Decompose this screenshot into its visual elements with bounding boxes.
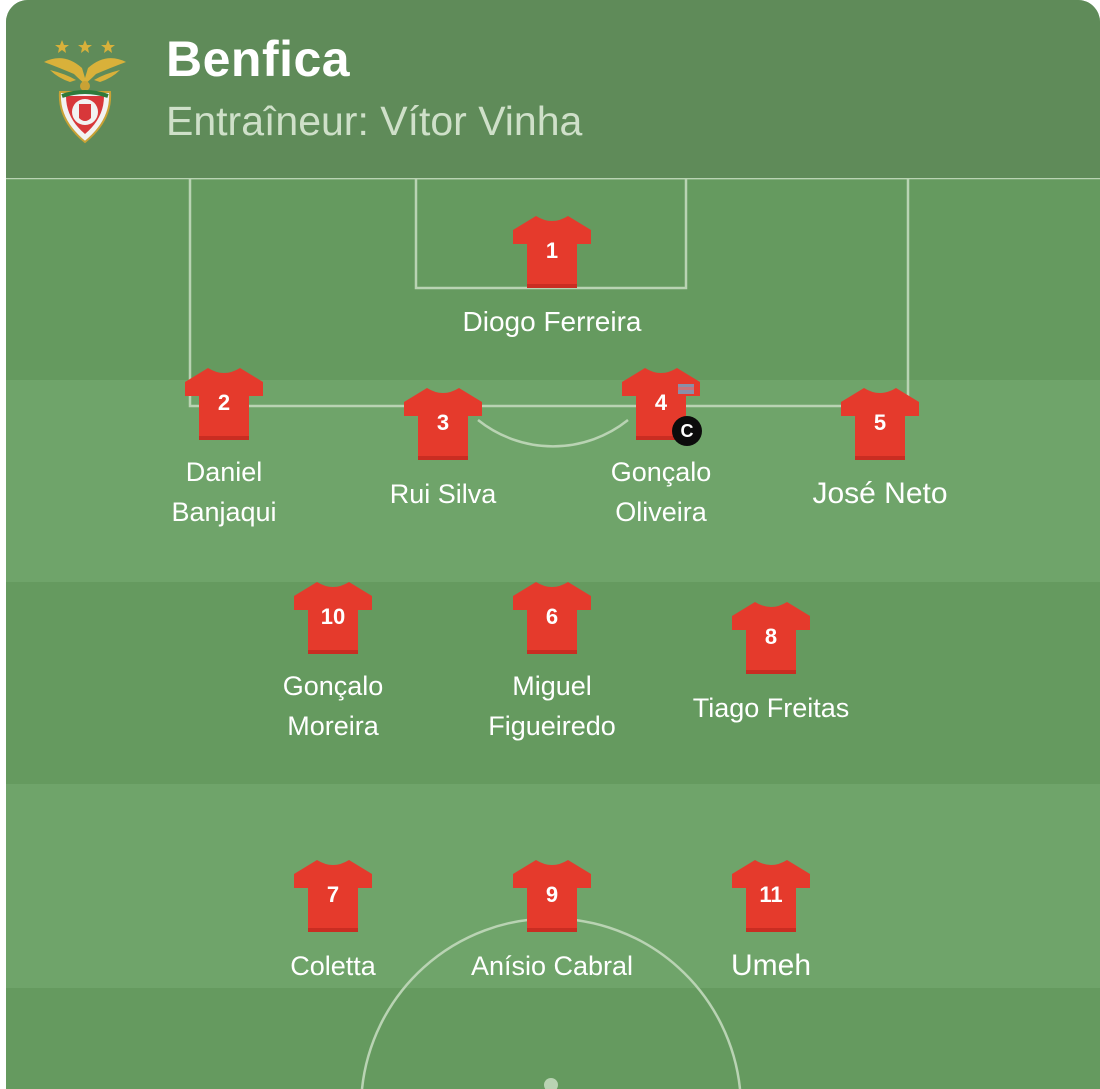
jersey-icon: 5 [839, 386, 921, 462]
player-card[interactable]: 11 Umeh [651, 858, 891, 986]
player-card[interactable]: 9 Anísio Cabral [432, 858, 672, 986]
shirt-number: 7 [326, 882, 340, 907]
player-card[interactable]: 8 Tiago Freitas [651, 600, 891, 728]
lineup-card: Benfica Entraîneur: Vítor Vinha 1 Diogo … [6, 0, 1100, 1089]
team-name: Benfica [166, 31, 351, 87]
player-name: Coletta [290, 951, 376, 981]
benfica-crest-icon [44, 40, 126, 144]
player-card[interactable]: 7 Coletta [213, 858, 453, 986]
coach-label: Entraîneur: Vítor Vinha [166, 98, 583, 144]
shirt-number: 2 [217, 390, 231, 415]
shirt-number: 6 [545, 604, 559, 629]
shirt-number: 4 [654, 390, 668, 415]
shirt-number: 1 [545, 238, 559, 263]
shirt-number: 11 [759, 882, 783, 907]
player-name: Miguel Figueiredo [488, 671, 616, 741]
player-name: Rui Silva [389, 479, 497, 509]
player-name: Gonçalo Oliveira [610, 457, 712, 527]
jersey-icon: 1 [511, 214, 593, 290]
player-name: Daniel Banjaqui [171, 457, 277, 527]
pitch-stripe [6, 988, 1100, 1089]
player-name: Tiago Freitas [692, 693, 850, 723]
player-card[interactable]: 6 Miguel Figueiredo [432, 580, 672, 746]
captain-badge: C [672, 416, 702, 446]
jersey-icon: 11 [730, 858, 812, 934]
player-card[interactable]: 3 Rui Silva [323, 386, 563, 514]
player-name: Diogo Ferreira [462, 306, 642, 337]
jersey-icon: 10 [292, 580, 374, 656]
player-card[interactable]: 4 C Gonçalo Oliveira [541, 366, 781, 532]
shirt-number: 9 [545, 882, 559, 907]
player-name: Gonçalo Moreira [282, 671, 384, 741]
player-name: Anísio Cabral [470, 951, 634, 981]
shirt-number: 3 [436, 410, 450, 435]
player-name: Umeh [730, 949, 812, 982]
jersey-icon: 4 C [620, 366, 702, 446]
jersey-icon: 6 [511, 580, 593, 656]
jersey-icon: 2 [183, 366, 265, 442]
shirt-number: 5 [873, 410, 887, 435]
jersey-icon: 8 [730, 600, 812, 676]
shirt-number: 8 [764, 624, 778, 649]
player-name: José Neto [812, 477, 948, 510]
jersey-icon: 7 [292, 858, 374, 934]
jersey-icon: 9 [511, 858, 593, 934]
shirt-number: 10 [320, 604, 346, 629]
jersey-icon: 3 [402, 386, 484, 462]
team-header: Benfica Entraîneur: Vítor Vinha [6, 0, 1100, 178]
player-card[interactable]: 5 José Neto [760, 386, 1000, 514]
player-card[interactable]: 10 Gonçalo Moreira [213, 580, 453, 746]
player-card[interactable]: 2 Daniel Banjaqui [104, 366, 344, 532]
player-card[interactable]: 1 Diogo Ferreira [432, 214, 672, 342]
